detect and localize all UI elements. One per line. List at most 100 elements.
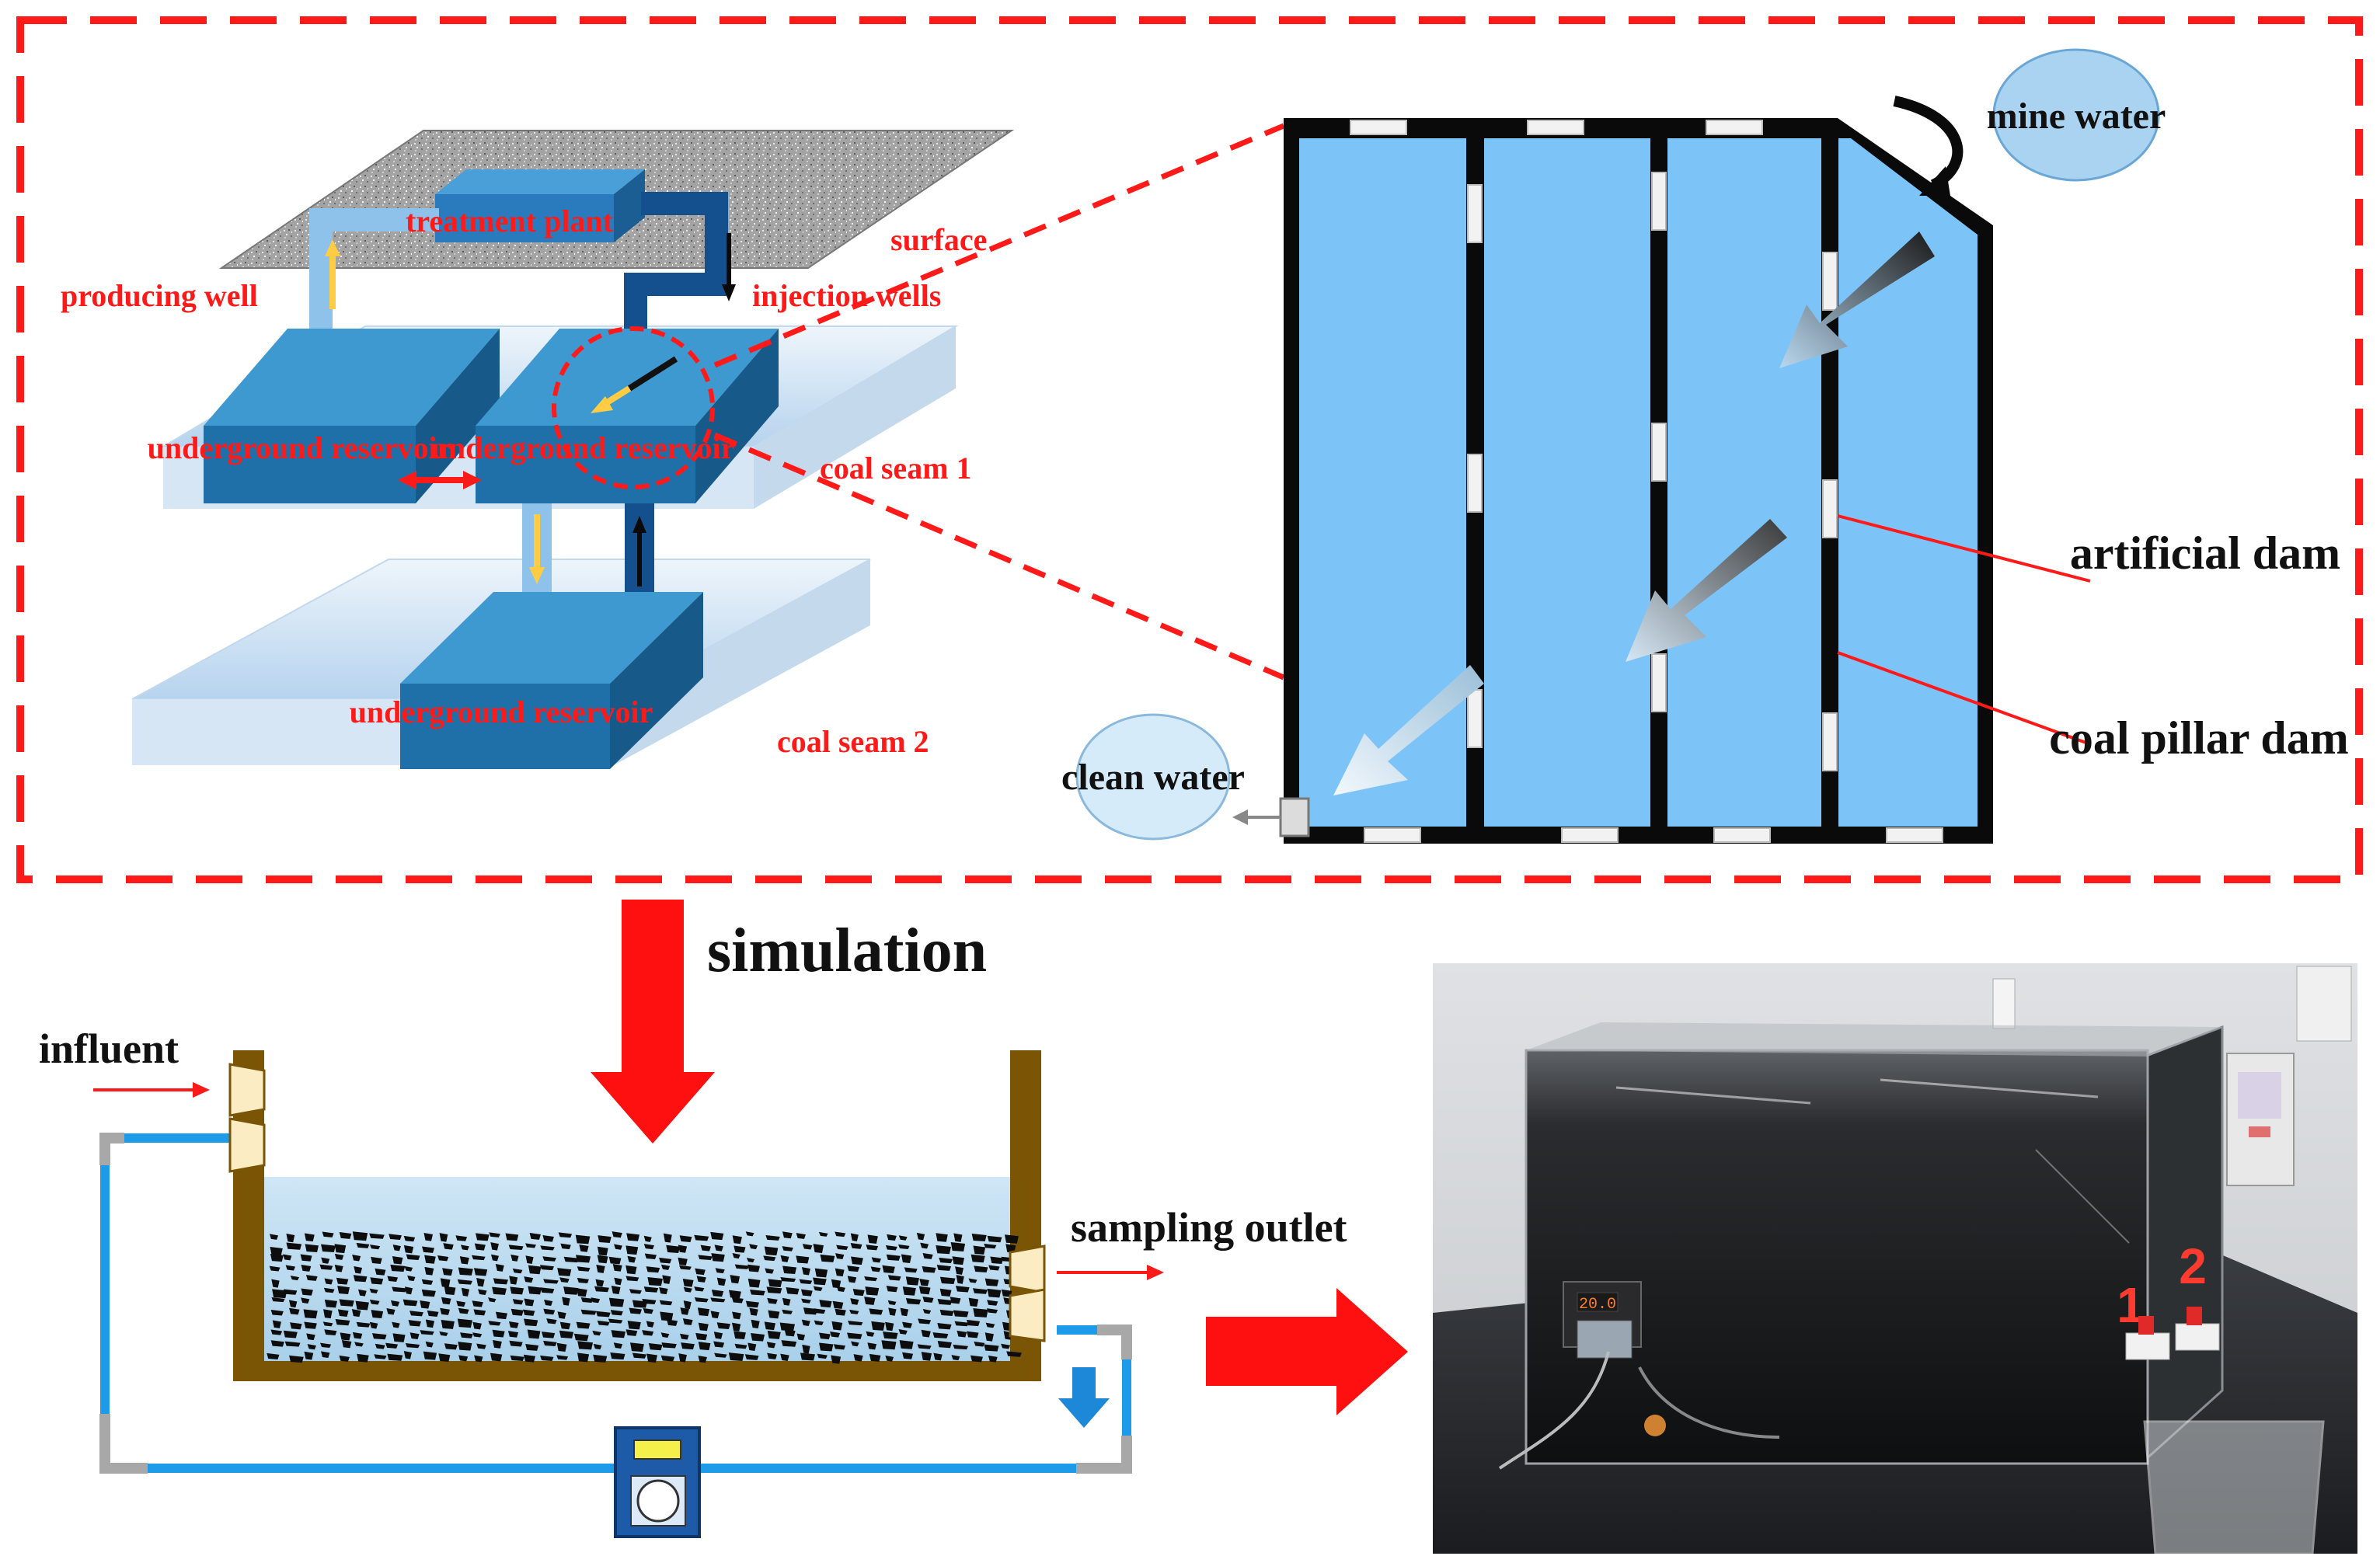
coal-particle	[457, 1279, 472, 1285]
coal-particle	[595, 1311, 611, 1318]
coal-particle	[885, 1244, 897, 1251]
coal-particle	[987, 1235, 1002, 1243]
coal-particle	[950, 1242, 966, 1251]
coal-particle	[643, 1286, 659, 1293]
simulation-down-arrow	[591, 900, 715, 1144]
flow-arrowhead	[591, 396, 613, 413]
coal-particle	[734, 1245, 746, 1253]
coal-particle	[539, 1265, 554, 1271]
coal-particle	[424, 1255, 436, 1264]
coal-particle	[323, 1309, 333, 1319]
coal-particle	[304, 1351, 314, 1360]
coal-particle	[870, 1266, 881, 1272]
coal-particle	[921, 1352, 932, 1361]
artificial-dam-label-line: artificial dam	[2070, 527, 2340, 579]
coal-particle	[459, 1256, 469, 1265]
coal-particle	[904, 1267, 918, 1273]
reservoir-2-label: underground reservoir	[431, 430, 735, 465]
coal-particle	[458, 1267, 473, 1276]
coal-particle	[371, 1256, 382, 1265]
coal-particle	[970, 1355, 983, 1363]
coal-particle	[921, 1329, 931, 1338]
sampling-port-2	[1009, 1288, 1046, 1342]
channel-3	[1667, 138, 1821, 827]
coal-particle	[627, 1321, 641, 1330]
injection-well-arrowhead	[722, 284, 736, 301]
coal-particle	[902, 1286, 916, 1296]
coal-particle	[813, 1286, 823, 1291]
coal-particle	[420, 1300, 430, 1309]
coal-particle	[441, 1320, 455, 1329]
coal-particle	[869, 1353, 881, 1362]
coal-particle	[495, 1311, 508, 1320]
coal-particle	[711, 1290, 724, 1297]
coal-particle	[529, 1232, 541, 1240]
coal-particle	[796, 1333, 806, 1341]
coal-particle	[1006, 1351, 1022, 1357]
coal-particle	[800, 1352, 815, 1361]
coal-particle	[831, 1279, 842, 1289]
coal-particle	[819, 1332, 831, 1340]
reservoir-schematic: treatment plant surface producing well i…	[61, 130, 1015, 769]
coal-particle	[611, 1286, 621, 1295]
coal-particle	[392, 1244, 401, 1251]
coal-particle	[716, 1322, 730, 1330]
outlet-arrowhead	[1232, 809, 1248, 825]
reservoir-1-side	[416, 329, 500, 503]
coal-particle	[626, 1233, 640, 1241]
reservoir-2-top	[476, 329, 779, 426]
coal-particle	[835, 1231, 846, 1238]
coal-particle	[764, 1246, 779, 1256]
coal-particle	[898, 1244, 910, 1249]
coal-particle	[694, 1234, 709, 1241]
artificial-dam-p1-1	[1467, 184, 1483, 243]
coal-particle	[765, 1234, 780, 1241]
coal-particle	[801, 1319, 810, 1326]
coal-particle	[782, 1265, 797, 1275]
coal-particle	[323, 1287, 335, 1293]
reservoir-link-arrowhead-left	[398, 471, 416, 489]
coal-particle	[354, 1266, 363, 1274]
coal-particle	[405, 1343, 420, 1349]
reservoir-3-label: underground reservoir	[350, 694, 653, 729]
coal-particle	[990, 1256, 1004, 1265]
coal-particle	[661, 1342, 677, 1349]
coal-particle	[750, 1289, 765, 1296]
coal-particle	[814, 1268, 828, 1278]
coal-seam-1-side	[754, 326, 956, 509]
coal-particle	[385, 1342, 399, 1349]
artificial-dam-p3-1	[1822, 252, 1838, 311]
coal-particle	[573, 1333, 589, 1342]
coal-particle	[593, 1343, 602, 1350]
coal-particle	[869, 1308, 883, 1315]
coal-particle	[457, 1318, 472, 1328]
coal-particle	[478, 1289, 487, 1295]
coal-particle	[542, 1235, 554, 1242]
coal-particle	[290, 1276, 299, 1281]
coal-particle	[866, 1244, 879, 1251]
artificial-dam-p3-3	[1822, 712, 1838, 771]
coal-particle	[629, 1307, 642, 1314]
coal-particle	[885, 1321, 894, 1332]
coal-particle	[337, 1286, 350, 1294]
reservoir-3-top	[400, 592, 703, 684]
coal-particle	[301, 1265, 312, 1272]
coal-particle	[289, 1307, 300, 1315]
coal-particle	[270, 1310, 284, 1316]
coal-particle	[627, 1255, 636, 1263]
coal-particle	[441, 1297, 451, 1305]
coal-particle	[576, 1321, 591, 1329]
coal-particle	[887, 1300, 897, 1305]
coal-particle	[510, 1308, 524, 1316]
coal-particle	[939, 1288, 952, 1297]
coal-particle	[851, 1256, 863, 1265]
tank-glare-3	[2035, 1149, 2130, 1244]
coal-particle	[576, 1255, 591, 1263]
coal-particle	[716, 1277, 727, 1286]
channel-4	[1838, 138, 1978, 827]
coal-particle	[694, 1286, 705, 1292]
influent-port-upper	[228, 1063, 266, 1117]
coal-particle	[745, 1300, 759, 1308]
coal-particle	[289, 1355, 304, 1363]
coal-particle	[848, 1321, 863, 1326]
